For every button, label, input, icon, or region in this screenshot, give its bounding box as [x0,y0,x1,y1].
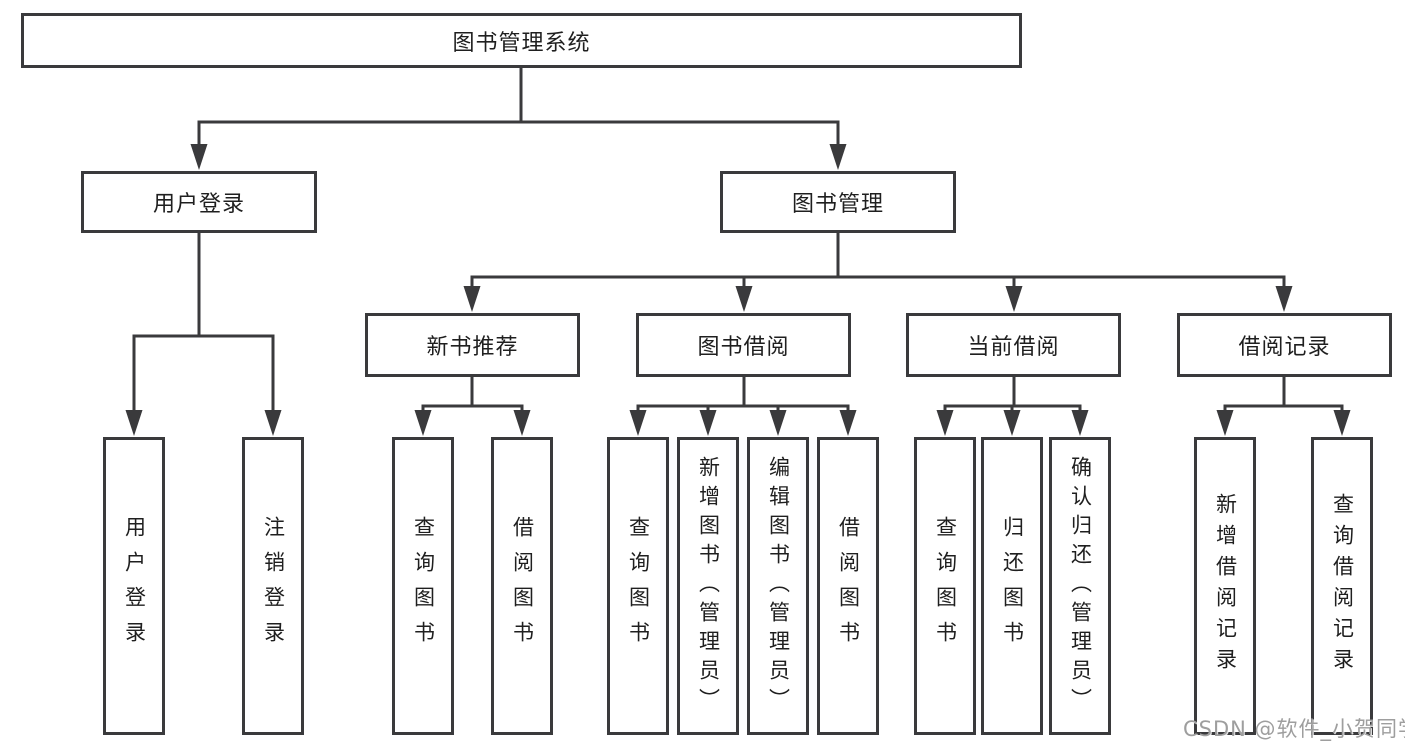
leaf-return-books: 归还图书 [981,437,1043,735]
arrow-down-icon [1275,286,1293,312]
arrow-down-icon [1071,410,1089,436]
leaf-add-borrow-record-label: 新增借阅记录 [1213,493,1238,679]
leaf-edit-books-admin-label: 编辑图书（管理员） [766,455,791,717]
node-new-book-recommend: 新书推荐 [365,313,580,377]
leaf-query-borrow-record: 查询借阅记录 [1311,437,1373,735]
leaf-query-books-current-label: 查询图书 [933,516,958,656]
node-library-system: 图书管理系统 [21,13,1022,68]
arrow-down-icon [629,410,647,436]
arrowheads [125,144,1351,436]
leaf-query-books-borrowing: 查询图书 [607,437,669,735]
arrow-down-icon [264,410,282,436]
node-book-borrowing-label: 图书借阅 [697,335,790,360]
leaf-user-login: 用户登录 [103,437,165,735]
arrow-down-icon [463,286,481,312]
node-current-borrowing-label: 当前借阅 [967,335,1060,360]
arrow-down-icon [513,410,531,436]
leaf-query-borrow-record-label: 查询借阅记录 [1330,493,1355,679]
node-current-borrowing: 当前借阅 [906,313,1121,377]
arrow-down-icon [769,410,787,436]
arrow-down-icon [190,144,208,170]
leaf-user-login-label: 用户登录 [122,516,147,656]
leaf-query-books-current: 查询图书 [914,437,976,735]
arrow-down-icon [699,410,717,436]
csdn-watermark: CSDN @软件_小贺同学 [1183,717,1405,741]
leaf-query-books-recommend-label: 查询图书 [411,516,436,656]
node-borrow-records-label: 借阅记录 [1238,335,1331,360]
arrow-down-icon [125,410,143,436]
leaf-borrow-books-recommend-label: 借阅图书 [510,516,535,656]
node-user-login-label: 用户登录 [152,192,245,217]
arrow-down-icon [936,410,954,436]
node-book-borrowing: 图书借阅 [636,313,851,377]
leaf-confirm-return-admin: 确认归还（管理员） [1049,437,1111,735]
arrow-down-icon [414,410,432,436]
arrow-down-icon [1003,410,1021,436]
arrow-down-icon [839,410,857,436]
leaf-query-books-borrowing-label: 查询图书 [626,516,651,656]
leaf-confirm-return-admin-label: 确认归还（管理员） [1068,455,1093,717]
node-library-system-label: 图书管理系统 [452,30,591,56]
leaf-borrow-books: 借阅图书 [817,437,879,735]
node-book-management-label: 图书管理 [791,192,884,217]
leaf-borrow-books-label: 借阅图书 [836,516,861,656]
arrow-down-icon [1216,410,1234,436]
arrow-down-icon [735,286,753,312]
leaf-return-books-label: 归还图书 [1000,516,1025,656]
leaf-query-books-recommend: 查询图书 [392,437,454,735]
node-borrow-records: 借阅记录 [1177,313,1392,377]
leaf-add-borrow-record: 新增借阅记录 [1194,437,1256,735]
arrow-down-icon [1333,410,1351,436]
arrow-down-icon [829,144,847,170]
leaf-logout-label: 注销登录 [261,516,286,656]
leaf-logout: 注销登录 [242,437,304,735]
arrow-down-icon [1005,286,1023,312]
leaf-add-books-admin-label: 新增图书（管理员） [696,455,721,717]
node-book-management: 图书管理 [720,171,956,233]
node-user-login: 用户登录 [81,171,317,233]
leaf-edit-books-admin: 编辑图书（管理员） [747,437,809,735]
node-new-book-recommend-label: 新书推荐 [426,335,519,360]
leaf-add-books-admin: 新增图书（管理员） [677,437,739,735]
leaf-borrow-books-recommend: 借阅图书 [491,437,553,735]
